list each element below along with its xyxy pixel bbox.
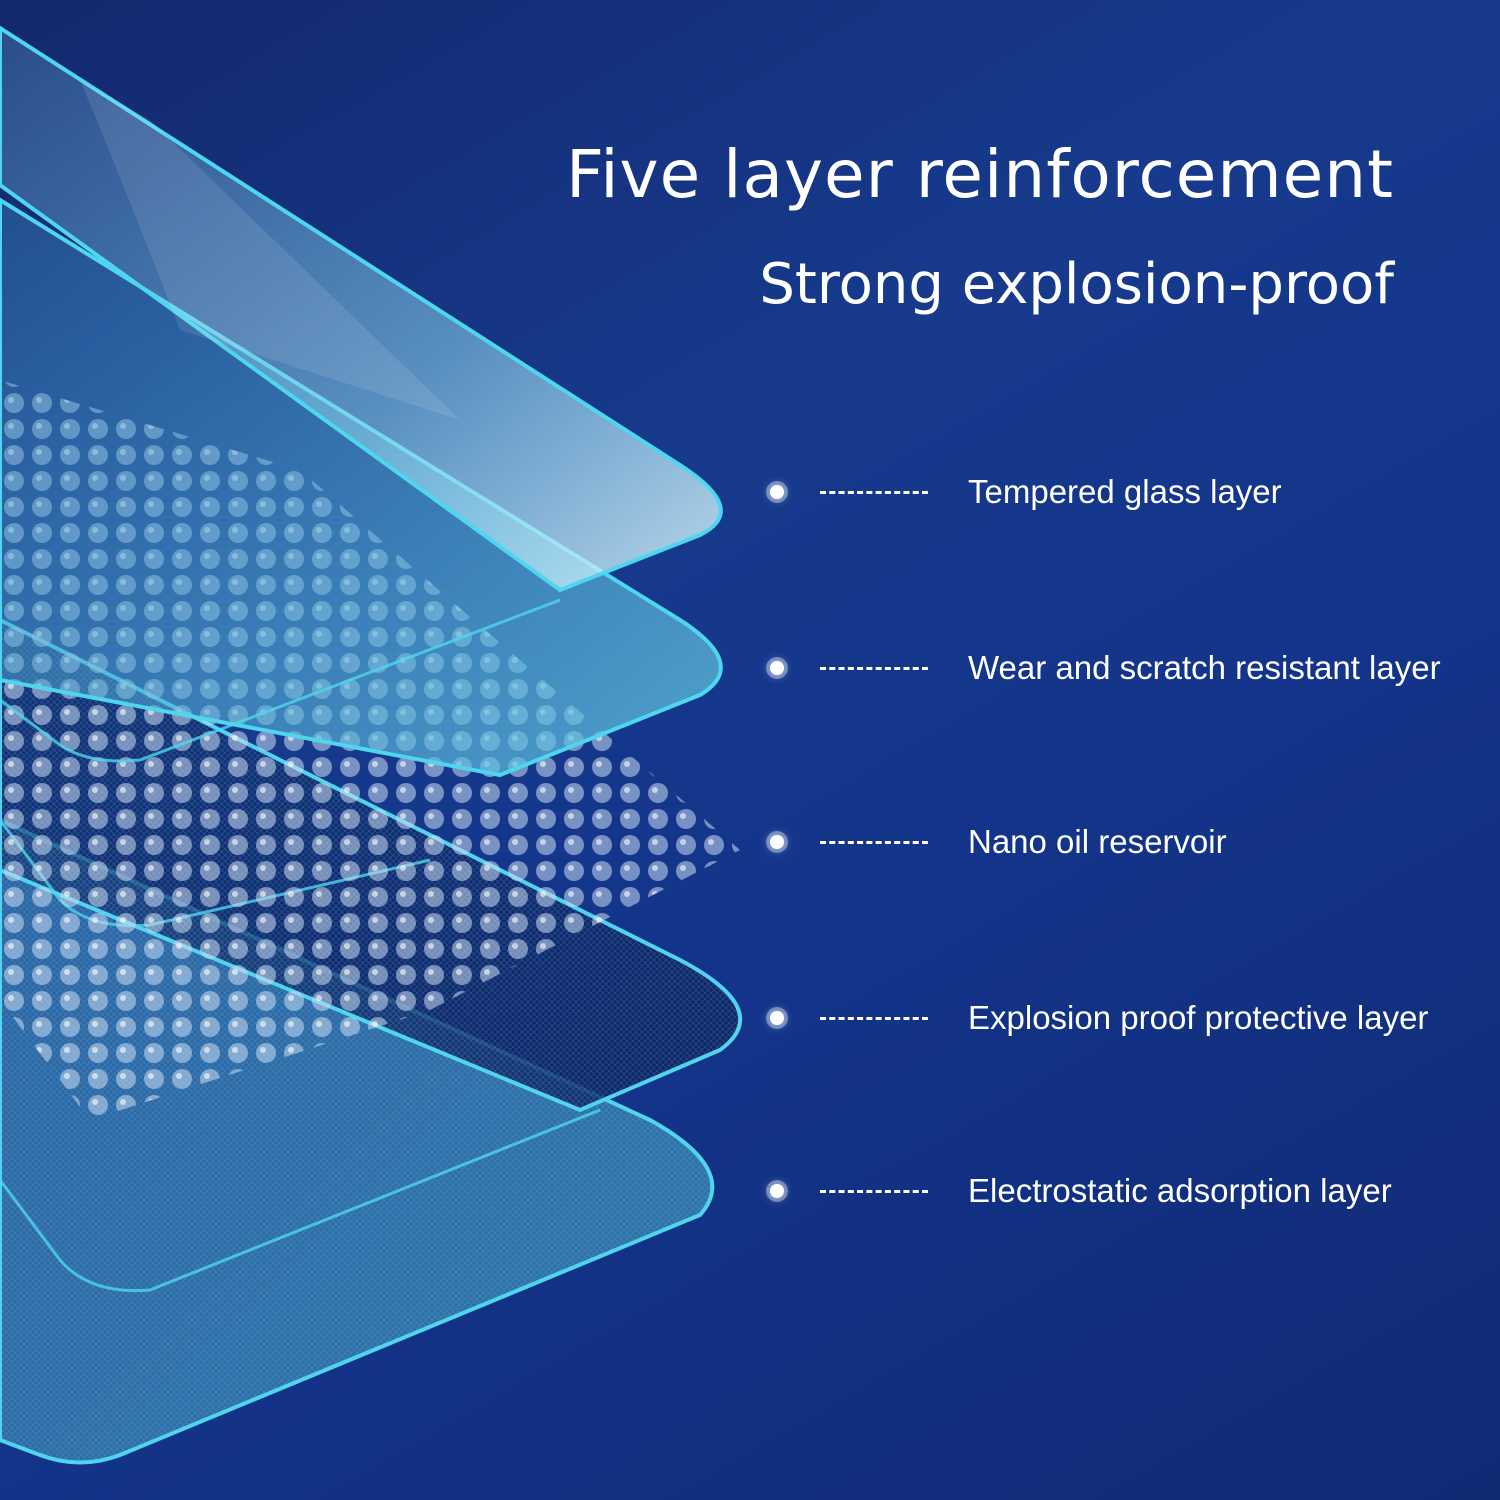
layer-callout-electrostatic: Electrostatic adsorption layer [770, 1166, 1392, 1216]
layer-callout-explosion-proof: Explosion proof protective layer [770, 993, 1428, 1043]
bullet-dot-icon [770, 661, 784, 675]
layer-label: Wear and scratch resistant layer [968, 649, 1441, 686]
dashed-leader-line [820, 666, 928, 670]
layer-label: Electrostatic adsorption layer [968, 1172, 1392, 1209]
bullet-dot-icon [770, 1011, 784, 1025]
layer-label: Explosion proof protective layer [968, 999, 1429, 1036]
bullet-dot-icon [770, 485, 784, 499]
wear-scratch-layer-sheet [0, 197, 723, 778]
dashed-leader-line [820, 490, 928, 494]
bullet-dot-icon [770, 1184, 784, 1198]
dashed-leader-line [820, 1016, 928, 1020]
page-subtitle: Strong explosion-proof [759, 252, 1394, 317]
layer-callout-tempered-glass: Tempered glass layer [770, 467, 1282, 517]
layer-callout-nano-oil: Nano oil reservoir [770, 817, 1227, 867]
electrostatic-inner-edge [0, 1108, 601, 1293]
layer-callout-wear-scratch: Wear and scratch resistant layer [770, 643, 1441, 693]
tempered-glass-highlight [80, 80, 460, 420]
bullet-dot-icon [770, 835, 784, 849]
dashed-leader-line [820, 1189, 928, 1193]
layer-label: Tempered glass layer [968, 473, 1282, 510]
dashed-leader-line [820, 840, 928, 844]
page-title: Five layer reinforcement [566, 136, 1394, 213]
tempered-glass-layer-sheet [0, 25, 723, 593]
wear-scratch-inner-edge [0, 598, 561, 763]
layer-label: Nano oil reservoir [968, 823, 1227, 860]
